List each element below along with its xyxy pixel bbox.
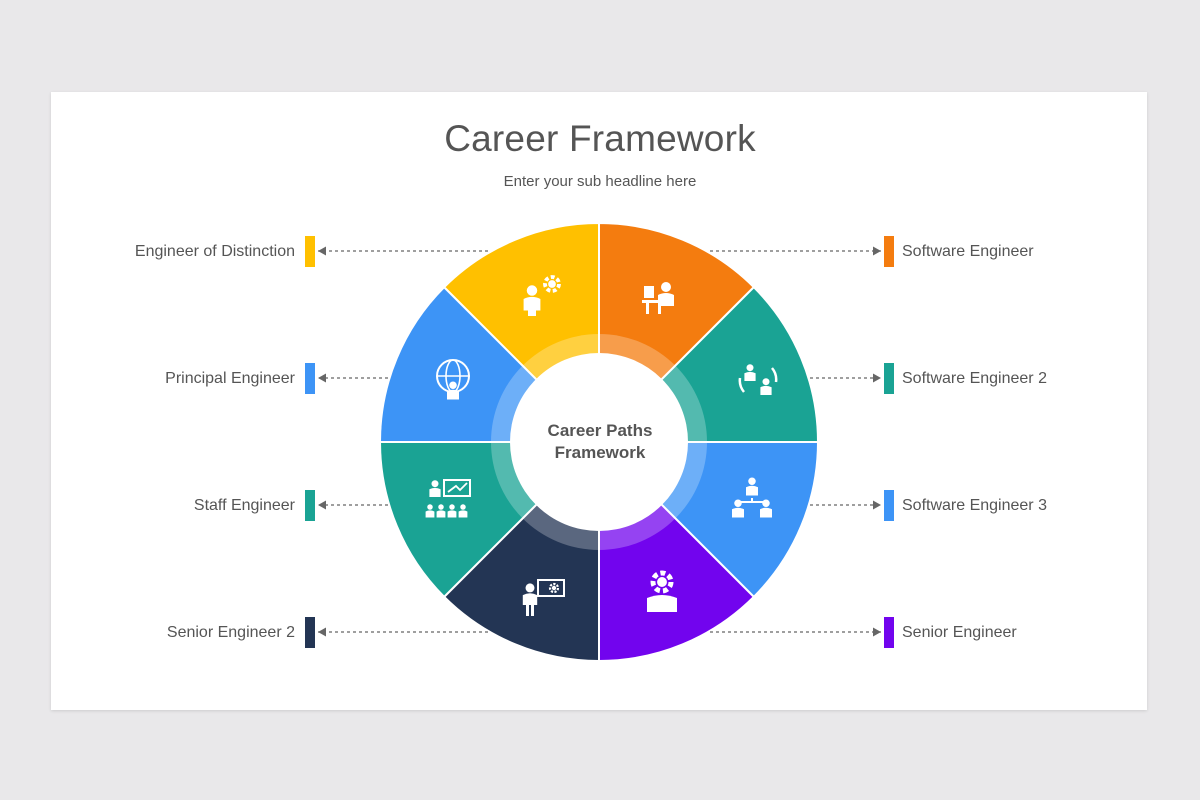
center-label-line1: Career Paths	[547, 421, 653, 440]
right-connector-2-arrowhead	[873, 373, 881, 383]
page-title: Career Framework	[444, 118, 756, 159]
global-person-icon	[436, 359, 470, 400]
left-connector-3-arrowhead	[318, 500, 326, 510]
left-label-2: Principal Engineer	[165, 370, 295, 387]
presenter-board-icon	[522, 579, 565, 616]
right-label-1: Software Engineer	[902, 243, 1034, 260]
left-marker-4	[305, 617, 315, 648]
right-label-4: Senior Engineer	[902, 624, 1017, 641]
left-marker-2	[305, 363, 315, 394]
hierarchy-icon	[732, 477, 772, 518]
left-label-3: Staff Engineer	[193, 497, 295, 514]
center-circle	[510, 353, 688, 531]
left-marker-1	[305, 236, 315, 267]
right-connector-1-arrowhead	[873, 246, 881, 256]
right-marker-1	[884, 236, 894, 267]
right-connector-3-arrowhead	[873, 500, 881, 510]
engineer-gear-icon	[647, 570, 677, 612]
right-marker-3	[884, 490, 894, 521]
right-marker-2	[884, 363, 894, 394]
classroom-icon	[425, 479, 471, 518]
center-label-line2: Framework	[554, 443, 646, 462]
page-subtitle: Enter your sub headline here	[503, 173, 697, 190]
left-connector-4-arrowhead	[318, 627, 326, 637]
right-connector-4-arrowhead	[873, 627, 881, 637]
right-label-2: Software Engineer 2	[902, 370, 1047, 387]
left-connector-2-arrowhead	[318, 373, 326, 383]
center-label: Career Paths Framework	[500, 420, 700, 464]
engineer-desk-icon	[642, 282, 674, 314]
left-label-1: Engineer of Distinction	[134, 243, 295, 260]
left-marker-3	[305, 490, 315, 521]
right-label-3: Software Engineer 3	[902, 497, 1047, 514]
left-label-4: Senior Engineer 2	[166, 624, 295, 641]
person-gear-icon	[523, 275, 561, 316]
right-marker-4	[884, 617, 894, 648]
left-connector-1-arrowhead	[318, 246, 326, 256]
team-rotation-icon	[738, 364, 778, 395]
